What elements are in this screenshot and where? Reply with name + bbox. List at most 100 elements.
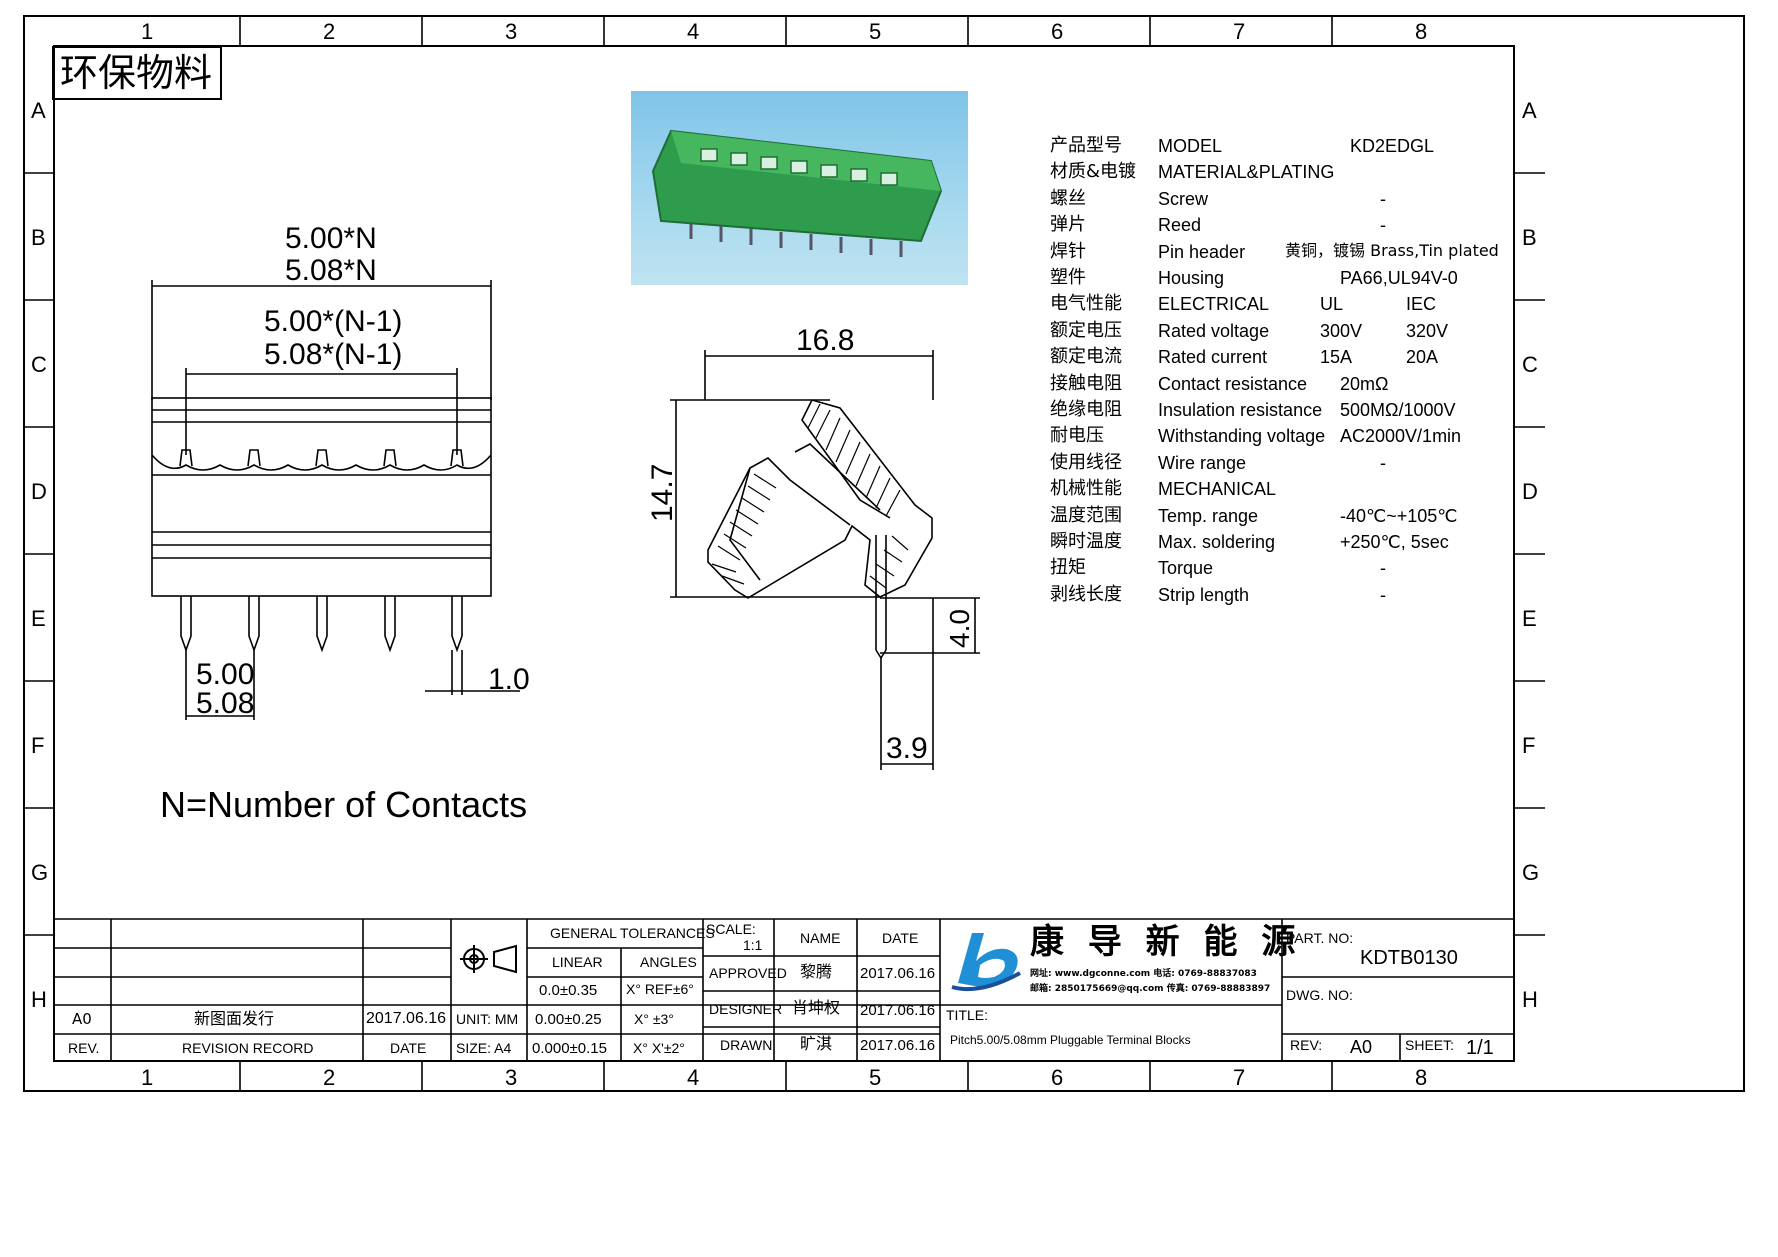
spec-value: - xyxy=(1380,558,1386,579)
dim-pitch-n-a: 5.00*N xyxy=(285,222,377,255)
rev-header-record: REVISION RECORD xyxy=(182,1040,314,1056)
tol-angles-3: X° X'±2° xyxy=(633,1040,685,1056)
rev-row-rev: A0 xyxy=(72,1010,92,1028)
row-label: D xyxy=(1522,479,1538,504)
designer-name: 肖坤权 xyxy=(792,998,841,1017)
spec-value: 20mΩ xyxy=(1340,373,1389,394)
col-label: 3 xyxy=(505,19,518,44)
dim-pitch-n1-b: 5.08*(N-1) xyxy=(264,338,403,371)
spec-label-cn: 扭矩 xyxy=(1050,557,1086,579)
part-no-label: PART. NO: xyxy=(1286,930,1354,946)
col-label: 8 xyxy=(1415,1065,1428,1090)
drawn-role: DRAWN xyxy=(720,1037,773,1053)
spec-value-ul: 15A xyxy=(1320,347,1353,368)
company-logo-icon xyxy=(951,933,1021,992)
col-label: 5 xyxy=(869,19,882,44)
spec-label-cn: 机械性能 xyxy=(1050,478,1122,500)
rev-value: A0 xyxy=(1350,1037,1373,1057)
spec-value: - xyxy=(1380,215,1386,236)
dim-pitch-n1-a: 5.00*(N-1) xyxy=(264,305,403,338)
col-label: 6 xyxy=(1051,19,1064,44)
spec-label-en: ELECTRICAL xyxy=(1158,294,1270,315)
dim-pitch-n-b: 5.08*N xyxy=(285,254,377,287)
col-label: 4 xyxy=(687,19,700,44)
spec-value: PA66,UL94V-0 xyxy=(1340,268,1458,288)
col-label: 2 xyxy=(323,19,336,44)
approved-role: APPROVED xyxy=(709,965,787,981)
spec-label-cn: 产品型号 xyxy=(1050,135,1122,156)
spec-label-cn: 电气性能 xyxy=(1050,293,1122,315)
spec-value: -40℃~+105℃ xyxy=(1340,505,1458,526)
spec-label-cn: 瞬时温度 xyxy=(1050,531,1122,552)
spec-label-cn: 额定电压 xyxy=(1050,319,1122,341)
spec-label-en: Wire range xyxy=(1158,452,1247,473)
date-header: DATE xyxy=(882,930,919,946)
size-label: SIZE: A4 xyxy=(456,1040,512,1056)
spec-label-en: Insulation resistance xyxy=(1158,400,1323,420)
rev-row-date: 2017.06.16 xyxy=(366,1010,447,1027)
eco-material-stamp: 环保物料 xyxy=(52,46,222,100)
spec-value: 黄铜，镀锡 Brass,Tin plated xyxy=(1285,240,1499,260)
row-label: A xyxy=(1522,98,1537,123)
spec-label-en: Pin header xyxy=(1158,241,1246,262)
approved-name: 黎腾 xyxy=(800,962,833,981)
drawn-date: 2017.06.16 xyxy=(860,1037,936,1054)
spec-label-cn: 材质&电镀 xyxy=(1050,161,1137,183)
row-label: E xyxy=(31,606,46,631)
spec-label-cn: 塑件 xyxy=(1050,267,1086,288)
company-contact-2: 邮箱: 2850175669@qq.com 传真: 0769-88883897 xyxy=(1030,984,1271,994)
title-value: Pitch5.00/5.08mm Pluggable Terminal Bloc… xyxy=(950,1033,1191,1047)
row-label: D xyxy=(31,479,47,504)
tol-angles-1: X° REF±6° xyxy=(626,981,694,997)
tol-linear-1: 0.0±0.35 xyxy=(539,982,598,999)
stamp-text: 环保物料 xyxy=(60,51,213,95)
designer-role: DESIGNER xyxy=(709,1001,783,1017)
spec-label-cn: 温度范围 xyxy=(1050,504,1122,526)
spec-value: 500MΩ/1000V xyxy=(1340,400,1456,420)
product-photo xyxy=(631,91,968,285)
dwg-no-label: DWG. NO: xyxy=(1286,987,1353,1003)
row-label: B xyxy=(31,225,46,250)
row-label: C xyxy=(1522,352,1538,377)
spec-value-iec: IEC xyxy=(1406,294,1437,315)
row-label: G xyxy=(1522,860,1540,885)
col-label: 7 xyxy=(1233,1065,1246,1090)
spec-label-en: Contact resistance xyxy=(1158,373,1308,394)
col-label: 2 xyxy=(323,1065,336,1090)
rev-row-record: 新图面发行 xyxy=(194,1009,275,1028)
row-label: H xyxy=(1522,987,1538,1012)
spec-label-en: Rated current xyxy=(1158,347,1268,368)
spec-value-ul: UL xyxy=(1320,294,1344,315)
unit-label: UNIT: MM xyxy=(456,1011,519,1027)
sheet-value: 1/1 xyxy=(1466,1037,1494,1059)
col-label: 3 xyxy=(505,1065,518,1090)
spec-label-en: Torque xyxy=(1158,558,1214,579)
spec-value: AC2000V/1min xyxy=(1340,426,1462,447)
row-label: C xyxy=(31,352,47,377)
model-value: KD2EDGL xyxy=(1350,136,1435,156)
spec-label-cn: 接触电阻 xyxy=(1050,372,1122,394)
spec-label-en: Temp. range xyxy=(1158,505,1259,526)
tol-linear-3: 0.000±0.15 xyxy=(532,1040,607,1057)
dim-pin-pitch-b: 5.08 xyxy=(196,687,255,720)
spec-value-iec: 320V xyxy=(1406,320,1449,341)
dim-pin-width: 1.0 xyxy=(488,663,530,696)
spec-label-cn: 弹片 xyxy=(1050,214,1086,236)
front-view-drawing xyxy=(151,280,520,720)
contacts-note: N=Number of Contacts xyxy=(160,784,528,825)
company-name: 康 导 新 能 源 xyxy=(1030,922,1302,962)
spec-label-cn: 额定电流 xyxy=(1050,346,1122,368)
spec-label-en: Rated voltage xyxy=(1158,320,1270,341)
row-label: F xyxy=(31,733,45,758)
spec-label-cn: 剥线长度 xyxy=(1050,583,1122,605)
spec-label-en: MATERIAL&PLATING xyxy=(1158,162,1335,183)
spec-label-cn: 焊针 xyxy=(1050,240,1086,262)
dim-side-width: 16.8 xyxy=(796,324,855,357)
spec-value: - xyxy=(1380,584,1386,605)
company-contact-1: 网址: www.dgconne.com 电话: 0769-88837083 xyxy=(1030,969,1257,979)
dim-side-offset: 3.9 xyxy=(886,732,928,765)
spec-value: - xyxy=(1380,188,1386,209)
spec-label-cn: 使用线径 xyxy=(1050,451,1122,473)
tol-angles-2: X° ±3° xyxy=(634,1011,674,1027)
